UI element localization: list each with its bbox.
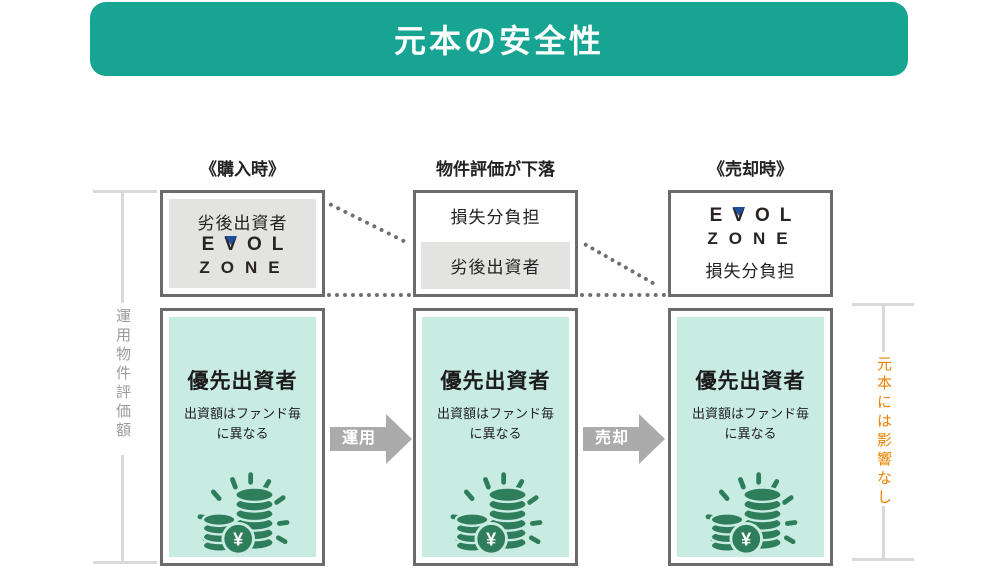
column-heading-sale: 《売却時》 — [708, 160, 793, 179]
priority-investor-box-sale: 優先出資者 出資額はファンド毎 に異なる — [668, 308, 833, 566]
coins-yen-icon: ¥ — [197, 472, 289, 556]
subordinated-investor-label: 劣後出資者 — [450, 258, 541, 277]
logo-letter: O — [754, 205, 770, 226]
logo-triangle-icon — [732, 207, 745, 216]
sale-arrow: 売却 — [583, 414, 665, 464]
column-heading-purchase: 《購入時》 — [200, 160, 285, 179]
right-arrow-icon — [583, 414, 665, 464]
priority-investor-panel: 優先出資者 出資額はファンド毎 に異なる — [422, 317, 569, 557]
priority-investor-box-purchase: 優先出資者 出資額はファンド毎 に異なる — [160, 308, 325, 566]
logo-letter: L — [779, 205, 792, 226]
investment-note: 出資額はファンド毎 に異なる — [437, 404, 554, 443]
page-title: 元本の安全性 — [393, 23, 604, 59]
subordinated-investor-panel: 劣後出資者 — [421, 242, 570, 289]
priority-investor-box-decline: 優先出資者 出資額はファンド毎 に異なる — [413, 308, 578, 566]
priority-investor-panel: 優先出資者 出資額はファンド毎 に異なる — [169, 317, 316, 557]
priority-investor-title: 優先出資者 — [440, 370, 551, 393]
priority-investor-title: 優先出資者 — [187, 370, 298, 393]
right-bracket-label: 元本には影響なし — [875, 356, 892, 508]
investment-note-line2: に異なる — [469, 425, 522, 441]
logo-letter: E — [709, 205, 723, 226]
yen-symbol: ¥ — [486, 529, 497, 549]
bracket-cap — [93, 190, 157, 193]
investment-note-line1: 出資額はファンド毎 — [183, 406, 301, 421]
operation-arrow-label: 運用 — [341, 430, 376, 447]
logo-letter: E — [201, 234, 215, 256]
investment-note-line1: 出資額はファンド毎 — [436, 406, 554, 421]
investment-note-line2: に異なる — [216, 425, 269, 441]
logo-letter-v: V — [732, 205, 745, 227]
logo-line2: ZONE — [199, 258, 291, 278]
column-heading-decline: 物件評価が下落 — [436, 160, 555, 179]
subordinated-investor-label: 劣後出資者 — [197, 214, 288, 234]
yen-symbol: ¥ — [741, 529, 752, 549]
priority-investor-panel: 優先出資者 出資額はファンド毎 に異なる — [677, 317, 824, 557]
level-dotted-line-2 — [580, 293, 666, 297]
bracket-cap — [852, 303, 914, 306]
coins-yen-icon: ¥ — [705, 472, 797, 556]
bracket-cap — [93, 561, 157, 564]
logo-line2: ZONE — [707, 228, 799, 248]
operation-arrow: 運用 — [330, 414, 412, 464]
bracket-line — [882, 506, 885, 558]
decline-dotted-line-2 — [583, 242, 656, 286]
bracket-line — [882, 306, 885, 352]
left-bracket-label: 運用物件評価額 — [114, 308, 131, 441]
level-dotted-line-1 — [327, 293, 411, 297]
right-arrow-icon — [330, 414, 412, 464]
logo-triangle-icon — [224, 236, 237, 246]
logo-letter: L — [271, 234, 284, 256]
investment-note: 出資額はファンド毎 に異なる — [692, 404, 809, 443]
bracket-cap — [852, 558, 914, 561]
loss-burden-box-decline: 損失分負担 劣後出資者 — [413, 190, 578, 297]
investment-note-line1: 出資額はファンド毎 — [691, 406, 809, 421]
priority-investor-title: 優先出資者 — [695, 370, 806, 393]
logo-letter: O — [246, 234, 262, 256]
decline-dotted-line-1 — [328, 202, 407, 244]
loss-burden-label: 損失分負担 — [450, 208, 541, 227]
bracket-line — [121, 193, 124, 303]
investment-note: 出資額はファンド毎 に異なる — [184, 404, 301, 443]
loss-burden-label: 損失分負担 — [705, 262, 796, 282]
sale-arrow-label: 売却 — [594, 430, 629, 447]
coins-yen-icon: ¥ — [450, 472, 542, 556]
title-banner: 元本の安全性 — [90, 2, 908, 76]
investment-note-line2: に異なる — [724, 425, 777, 441]
yen-symbol: ¥ — [233, 529, 244, 549]
logo-letter-v: V — [224, 234, 237, 256]
bracket-line — [121, 455, 124, 561]
